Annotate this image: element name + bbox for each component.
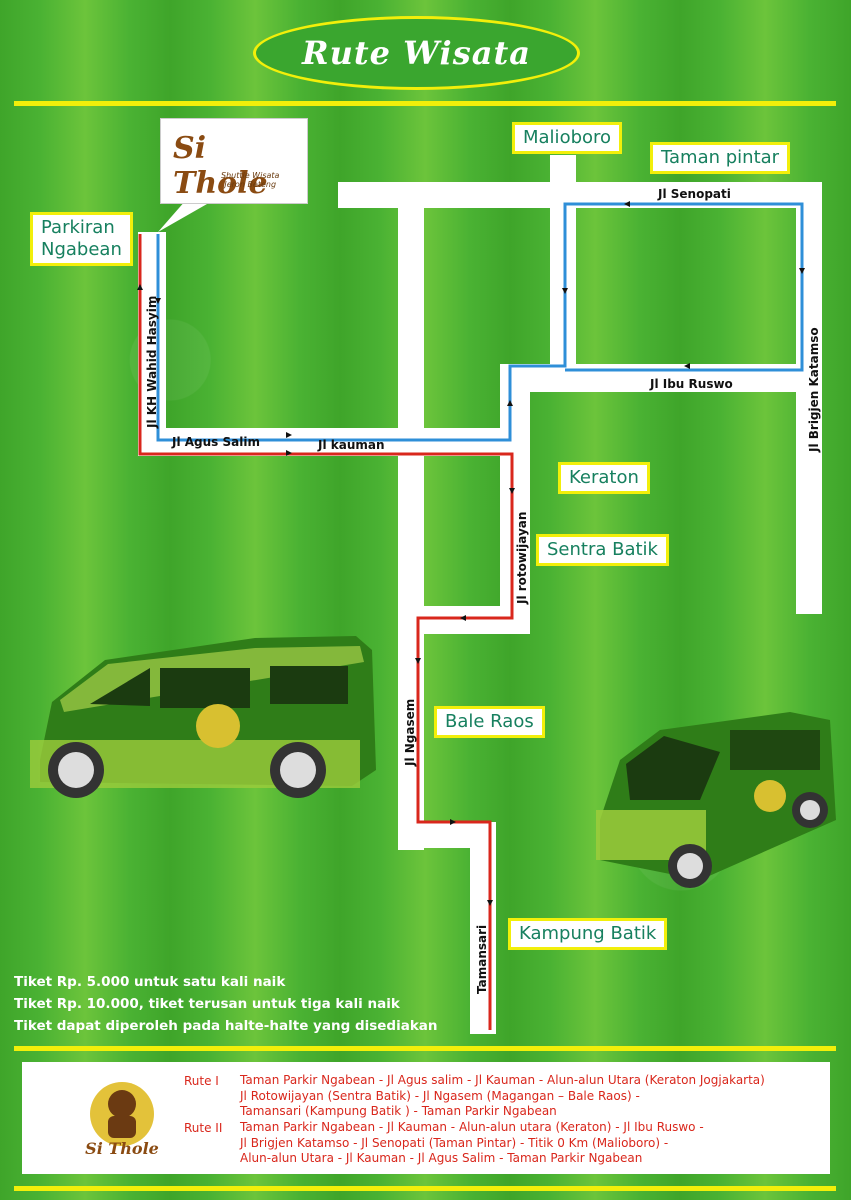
van-left-illustration	[30, 636, 376, 798]
road-tamansari	[470, 822, 496, 1034]
street-rotowijayan: Jl rotowijayan	[515, 512, 529, 605]
arrow	[487, 900, 493, 906]
route-2-line-1: Taman Parkir Ngabean - Jl Kauman - Alun-…	[240, 1120, 704, 1134]
street-senopati: Jl Senopati	[657, 187, 731, 201]
divider-top	[14, 101, 836, 106]
sithole-mascot-logo: Si Thole	[85, 1082, 159, 1158]
street-brigjen: Jl Brigjen Katamso	[807, 327, 821, 453]
logo-name: Si Thole	[173, 131, 268, 201]
road-kauman	[138, 428, 518, 456]
place-bale-raos: Bale Raos	[434, 706, 545, 738]
street-ngasem: Jl Ngasem	[403, 699, 417, 767]
page-title: Rute Wisata	[302, 34, 531, 72]
route-2-label: Rute II	[184, 1121, 223, 1135]
van-right-illustration	[596, 712, 836, 888]
direction-arrows	[137, 201, 805, 906]
road-ngasem-upper	[398, 200, 424, 850]
ticket-info-1: Tiket Rp. 5.000 untuk satu kali naik	[14, 974, 286, 990]
arrow	[507, 400, 513, 406]
route-2-description: Taman Parkir Ngabean - Jl Kauman - Alun-…	[240, 1120, 704, 1167]
street-kh-wahid: Jl KH Wahid Hasyim	[145, 296, 159, 429]
road-kh-wahid	[138, 232, 166, 456]
place-keraton: Keraton	[558, 462, 650, 494]
arrow	[286, 432, 292, 438]
road-top-left-block	[338, 182, 550, 208]
street-tamansari: Tamansari	[475, 925, 489, 994]
sithole-logo: Si Thole Shuttle Wisata Jeron Beteng	[160, 118, 308, 204]
place-taman-pintar: Taman pintar	[650, 142, 791, 174]
place-malioboro: Malioboro	[512, 122, 623, 154]
routes-panel: Si Thole Rute I Taman Parkir Ngabean - J…	[22, 1062, 830, 1174]
arrow	[155, 298, 161, 304]
place-kampung-batik: Kampung Batik	[508, 918, 668, 950]
route-1-description: Taman Parkir Ngabean - Jl Agus salim - J…	[240, 1073, 765, 1120]
arrow	[450, 819, 456, 825]
logo-tagline-text: Shuttle Wisata Jeron Beteng	[221, 171, 280, 189]
ticket-info-2: Tiket Rp. 10.000, tiket terusan untuk ti…	[14, 996, 400, 1012]
arrow	[137, 284, 143, 290]
arrow	[684, 363, 690, 369]
ticket-info-3: Tiket dapat diperoleh pada halte-halte y…	[14, 1018, 438, 1034]
road-rotowijayan	[500, 364, 530, 634]
street-agus-salim: Jl Agus Salim	[171, 435, 260, 449]
road-rotowijayan-bend	[412, 606, 530, 634]
mascot-logo-name: Si Thole	[85, 1139, 159, 1158]
logo-pointer	[158, 200, 214, 232]
roads	[138, 155, 822, 1034]
route-1-line-3: Tamansari (Kampung Batik ) - Taman Parki…	[240, 1104, 557, 1118]
route-2-line-3: Alun-alun Utara - Jl Kauman - Jl Agus Sa…	[240, 1151, 643, 1165]
arrow	[460, 615, 466, 621]
route-1-line-2: Jl Rotowijayan (Sentra Batik) - Jl Ngase…	[240, 1088, 640, 1103]
divider-middle	[14, 1046, 836, 1051]
route-1-line-1: Taman Parkir Ngabean - Jl Agus salim - J…	[240, 1073, 765, 1087]
arrow	[509, 488, 515, 494]
arrow	[415, 658, 421, 664]
road-brigjen	[796, 182, 822, 614]
place-sentra-batik: Sentra Batik	[536, 534, 669, 566]
route-1-label: Rute I	[184, 1074, 219, 1088]
arrow	[562, 288, 568, 294]
route-2-line-2: Jl Brigjen Katamso - Jl Senopati (Taman …	[240, 1135, 669, 1150]
street-kauman: Jl kauman	[317, 438, 385, 452]
divider-bottom	[14, 1186, 836, 1191]
arrow	[799, 268, 805, 274]
street-ibu-ruswo: Jl Ibu Ruswo	[649, 377, 733, 391]
road-middle	[550, 182, 576, 372]
place-parkiran-ngabean: Parkiran Ngabean	[30, 212, 133, 266]
route-2-line	[156, 202, 804, 442]
logo-tagline: Shuttle Wisata Jeron Beteng	[221, 171, 279, 189]
title-banner: Rute Wisata	[253, 16, 580, 90]
arrow	[624, 201, 630, 207]
arrow	[286, 450, 292, 456]
